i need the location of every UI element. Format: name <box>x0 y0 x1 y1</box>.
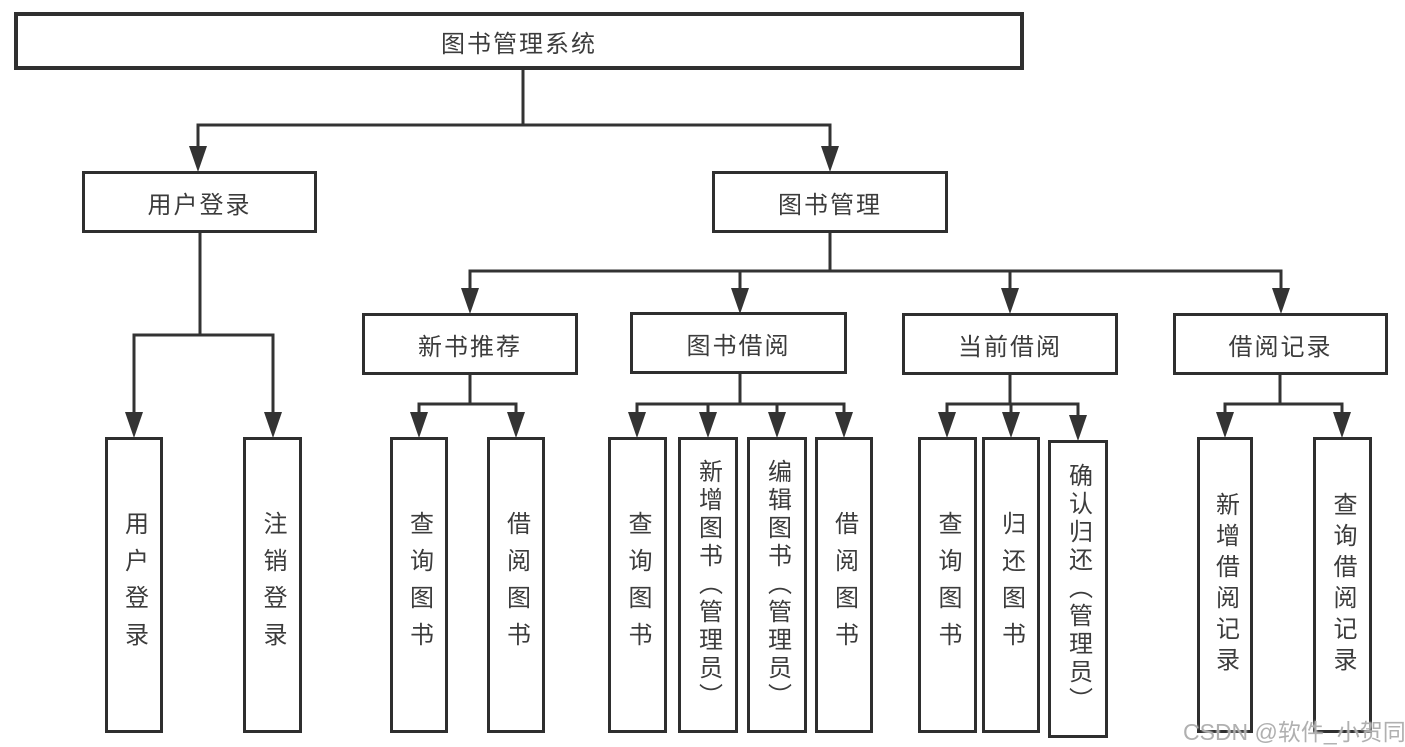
leaf-query-borrow-record: 查询借阅记录 <box>1313 437 1372 733</box>
node-book-management: 图书管理 <box>712 171 948 233</box>
arrow-down-icon <box>768 412 786 438</box>
node-new-book-recommend: 新书推荐 <box>362 313 578 375</box>
node-label: 图书管理系统 <box>441 30 597 58</box>
arrow-down-icon <box>461 288 479 314</box>
arrow-down-icon <box>507 412 525 438</box>
leaf-add-book-admin: 新增图书（管理员） <box>678 437 738 733</box>
arrow-down-icon <box>125 412 143 438</box>
node-label: 查询图书 <box>624 511 651 659</box>
arrow-down-icon <box>1333 412 1351 438</box>
connector-book-management-children <box>461 229 1290 314</box>
leaf-query-books-2: 查询图书 <box>608 437 667 733</box>
arrow-down-icon <box>699 412 717 438</box>
arrow-down-icon <box>264 412 282 438</box>
leaf-borrow-books-1: 借阅图书 <box>487 437 545 733</box>
node-label: 编辑图书（管理员） <box>763 459 791 711</box>
arrow-down-icon <box>835 412 853 438</box>
connector-new-book-children <box>410 371 525 438</box>
leaf-query-books-3: 查询图书 <box>918 437 977 733</box>
arrow-down-icon <box>1216 412 1234 438</box>
arrow-down-icon <box>1002 412 1020 438</box>
node-user-login: 用户登录 <box>82 171 317 233</box>
arrow-down-icon <box>1069 415 1087 441</box>
csdn-watermark: CSDN @软件_小贺同学 <box>1183 719 1405 745</box>
node-library-management-system: 图书管理系统 <box>14 12 1024 70</box>
connector-borrow-records-children <box>1216 371 1351 438</box>
node-label: 新增借阅记录 <box>1211 492 1239 678</box>
connector-current-borrow-children <box>938 371 1087 441</box>
leaf-add-borrow-record: 新增借阅记录 <box>1197 437 1253 733</box>
node-label: 借阅图书 <box>830 511 858 659</box>
leaf-borrow-books-2: 借阅图书 <box>815 437 873 733</box>
node-label: 当前借阅 <box>958 333 1062 361</box>
node-current-borrow: 当前借阅 <box>902 313 1118 375</box>
connector-book-borrow-children <box>628 371 853 438</box>
node-label: 查询图书 <box>934 511 961 659</box>
node-label: 借阅图书 <box>502 511 530 659</box>
node-borrow-records: 借阅记录 <box>1173 313 1388 375</box>
connector-user-login-children <box>125 229 282 438</box>
arrow-down-icon <box>628 412 646 438</box>
node-label: 新增图书（管理员） <box>694 459 722 711</box>
node-label: 注销登录 <box>259 511 286 659</box>
leaf-confirm-return-admin: 确认归还（管理员） <box>1048 440 1108 738</box>
node-label: 归还图书 <box>997 511 1025 659</box>
arrow-down-icon <box>410 412 428 438</box>
leaf-logout: 注销登录 <box>243 437 302 733</box>
node-label: 借阅记录 <box>1228 333 1333 361</box>
arrow-down-icon <box>731 288 749 314</box>
node-label: 图书管理 <box>778 191 882 219</box>
node-label: 查询图书 <box>405 511 433 659</box>
arrow-down-icon <box>1272 288 1290 314</box>
node-label: 用户登录 <box>120 511 148 659</box>
node-label: 用户登录 <box>147 191 252 219</box>
node-label: 确认归还（管理员） <box>1064 463 1092 715</box>
node-label: 新书推荐 <box>418 333 522 361</box>
arrow-down-icon <box>938 412 956 438</box>
node-book-borrow: 图书借阅 <box>630 312 847 374</box>
leaf-query-books-1: 查询图书 <box>390 437 448 733</box>
arrow-down-icon <box>821 146 839 172</box>
arrow-down-icon <box>189 146 207 172</box>
connector-root-to-level2 <box>189 64 839 172</box>
leaf-edit-book-admin: 编辑图书（管理员） <box>747 437 807 733</box>
node-label: 查询借阅记录 <box>1329 492 1356 678</box>
node-label: 图书借阅 <box>686 332 791 360</box>
leaf-user-login: 用户登录 <box>105 437 163 733</box>
arrow-down-icon <box>1001 288 1019 314</box>
leaf-return-book: 归还图书 <box>982 437 1040 733</box>
